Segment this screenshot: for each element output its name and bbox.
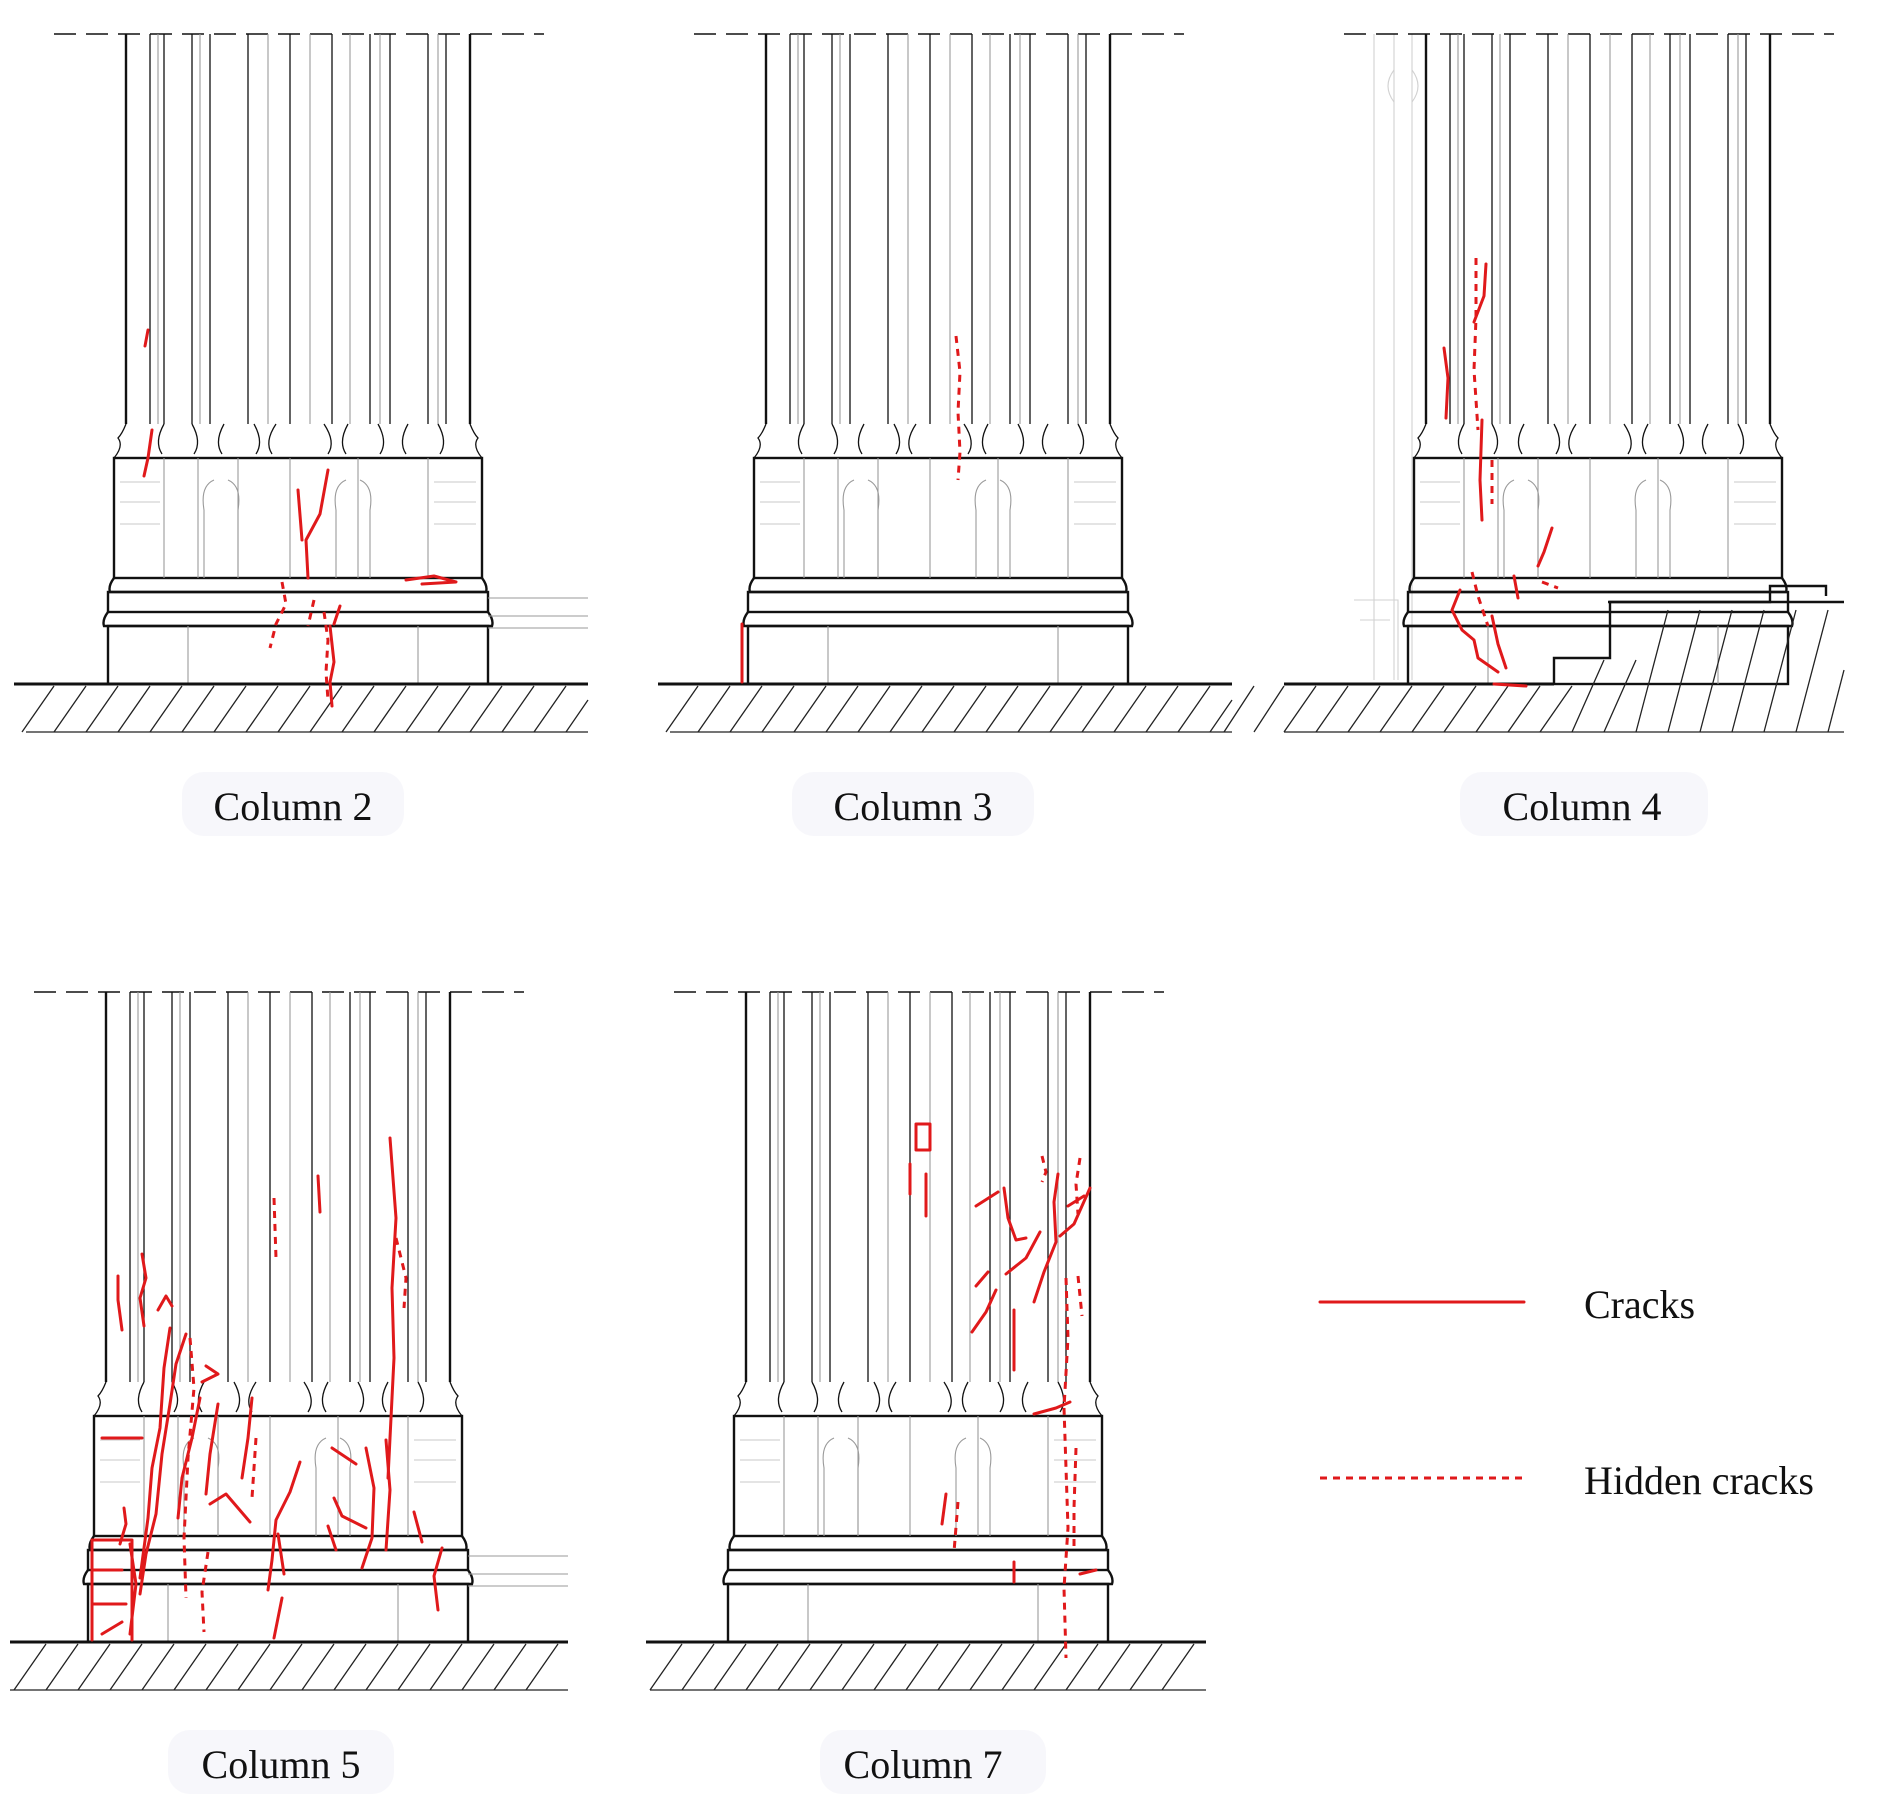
panel-column-4: Column 4 (1223, 32, 1845, 836)
panel-column-3: Column 3 (658, 32, 1233, 836)
panel-column-2: Column 2 (14, 32, 589, 836)
cracks-column-7 (908, 1122, 1098, 1659)
cracks-column-2 (142, 328, 458, 708)
panel-column-7: Column 7 (646, 990, 1206, 1794)
ground-hatch (1223, 609, 1845, 733)
panel-label: Column 7 (844, 1742, 1003, 1787)
ground-hatch (649, 1643, 1195, 1691)
panel-label: Column 2 (214, 784, 373, 829)
panel-label: Column 3 (834, 784, 993, 829)
panel-label: Column 4 (1503, 784, 1662, 829)
ground-hatch (13, 1643, 559, 1691)
panel-label: Column 5 (202, 1742, 361, 1787)
ground-hatch (21, 685, 589, 733)
legend-hidden-cracks-label: Hidden cracks (1584, 1458, 1814, 1503)
cracks-column-5 (90, 1136, 444, 1642)
legend: Cracks Hidden cracks (1318, 1282, 1814, 1503)
adjacent-column-ghost (1354, 34, 1419, 680)
cracks-column-3 (740, 335, 962, 684)
cracks-column-4 (1442, 258, 1559, 688)
panel-column-5: Column 5 (10, 990, 568, 1794)
legend-cracks-label: Cracks (1584, 1282, 1695, 1327)
ground-hatch (665, 685, 1233, 733)
